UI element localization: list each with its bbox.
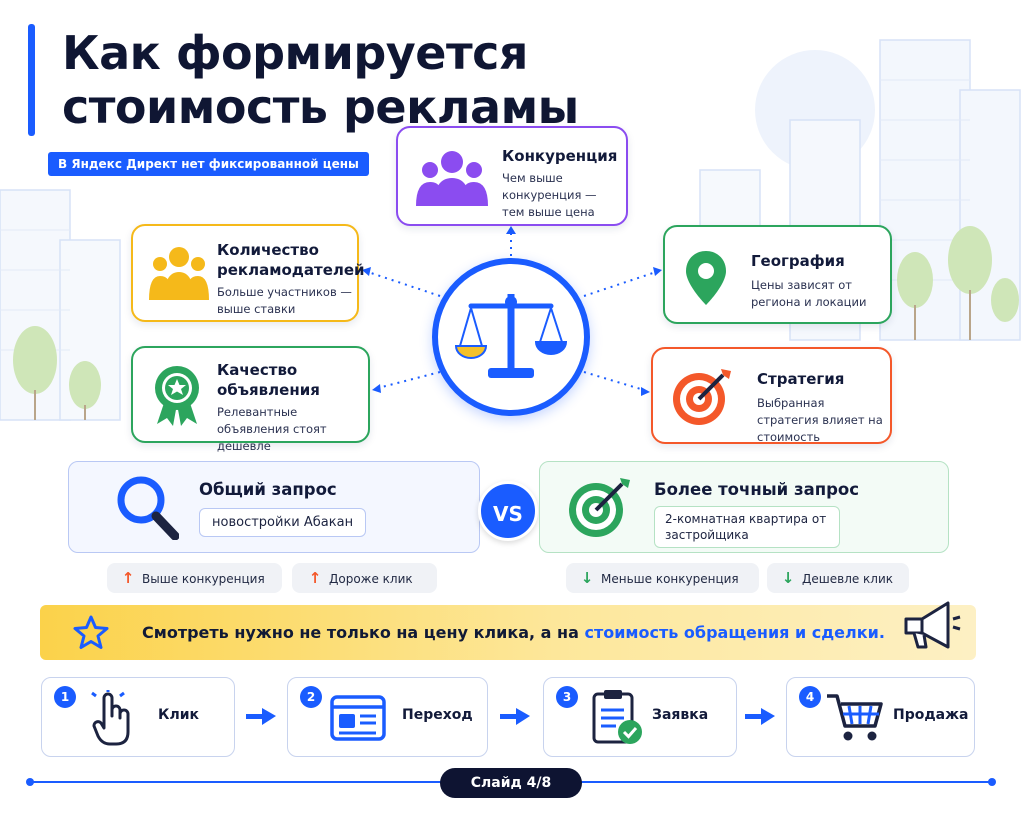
award-badge-icon — [155, 366, 199, 426]
factor-card-quality: Качество объявления Релевантные объявлен… — [131, 346, 370, 453]
banner-text: Смотреть нужно не только на цену клика, … — [142, 605, 885, 660]
vs-badge: VS — [478, 481, 538, 541]
pill-label: Меньше конкуренция — [601, 572, 739, 586]
banner-text-main: Смотреть нужно не только на цену клика, … — [142, 623, 585, 642]
precise-query-tag: 2-комнатная квартира от застройщика — [654, 506, 840, 548]
step-number: 2 — [300, 686, 322, 708]
factor-desc: Выбранная стратегия влияет на стоимость — [757, 396, 883, 444]
arrow-up-icon: ↑ — [308, 569, 322, 587]
search-icon — [117, 476, 179, 540]
step-label: Заявка — [652, 707, 709, 723]
shopping-cart-icon — [827, 694, 883, 741]
footer-dot-left — [26, 778, 34, 786]
factor-desc: Релевантные объявления стоят дешевле — [217, 405, 327, 453]
insight-banner: Смотреть нужно не только на цену клика, … — [40, 601, 976, 660]
precise-query-title: Более точный запрос — [654, 480, 860, 499]
step-label: Переход — [402, 707, 473, 723]
factor-card-competition: Конкуренция Чем выше конкуренция — тем в… — [396, 126, 628, 226]
people-group-icon — [416, 151, 488, 206]
star-icon — [73, 615, 109, 649]
arrow-down-icon: ↓ — [580, 569, 594, 587]
funnel-step-sale: 4 Продажа — [786, 677, 975, 757]
center-scales-circle — [432, 258, 590, 416]
factor-card-geography: География Цены зависят от региона и лока… — [663, 225, 892, 324]
target-icon — [673, 369, 731, 425]
people-group-icon — [149, 247, 209, 300]
precise-query-box: Более точный запрос 2-комнатная квартира… — [539, 461, 949, 553]
location-pin-icon — [686, 251, 726, 305]
funnel-step-visit: 2 Переход — [287, 677, 488, 757]
factor-title: География — [751, 252, 845, 270]
step-number: 1 — [54, 686, 76, 708]
title-accent-bar — [28, 24, 35, 136]
footer-dot-right — [988, 778, 996, 786]
scales-icon — [454, 294, 568, 378]
pill-label: Выше конкуренция — [142, 572, 265, 586]
general-query-tag: новостройки Абакан — [199, 508, 367, 537]
factor-desc: Чем выше конкуренция — тем выше цена — [502, 171, 597, 219]
step-number: 4 — [799, 686, 821, 708]
pill-costlier-click: ↑ Дороже клик — [292, 563, 437, 593]
factor-desc: Больше участников — выше ставки — [217, 285, 352, 316]
factor-title: Конкуренция — [502, 147, 618, 165]
pill-label: Дороже клик — [329, 572, 413, 586]
pill-lower-competition: ↓ Меньше конкуренция — [566, 563, 759, 593]
step-number: 3 — [556, 686, 578, 708]
factor-desc: Цены зависят от региона и локации — [751, 278, 867, 309]
pill-higher-competition: ↑ Выше конкуренция — [107, 563, 282, 593]
arrow-down-icon: ↓ — [781, 569, 795, 587]
step-label: Клик — [158, 707, 200, 723]
funnel-step-click: 1 Клик — [41, 677, 235, 757]
arrow-up-icon: ↑ — [121, 569, 135, 587]
factor-title: Количество рекламодателей — [217, 241, 365, 279]
factor-title: Качество объявления — [217, 361, 320, 399]
factor-title: Стратегия — [757, 370, 845, 388]
factor-card-advertisers: Количество рекламодателей Больше участни… — [131, 224, 365, 322]
target-icon — [569, 478, 630, 537]
general-query-box: Общий запрос новостройки Абакан — [68, 461, 480, 553]
pill-cheaper-click: ↓ Дешевле клик — [767, 563, 909, 593]
factor-card-strategy: Стратегия Выбранная стратегия влияет на … — [651, 347, 892, 444]
page-title: Как формируется стоимость рекламы — [62, 26, 579, 134]
pill-label: Дешевле клик — [802, 572, 894, 586]
click-hand-icon — [91, 690, 130, 746]
slide-counter: Слайд 4/8 — [440, 768, 582, 798]
clipboard-check-icon — [592, 690, 642, 744]
browser-window-icon — [330, 695, 386, 741]
general-query-title: Общий запрос — [199, 480, 337, 499]
megaphone-icon — [904, 601, 961, 649]
step-label: Продажа — [893, 707, 969, 723]
banner-text-highlight: стоимость обращения и сделки. — [584, 623, 885, 642]
subtitle-badge: В Яндекс Директ нет фиксированной цены — [48, 152, 369, 176]
funnel-step-lead: 3 Заявка — [543, 677, 737, 757]
